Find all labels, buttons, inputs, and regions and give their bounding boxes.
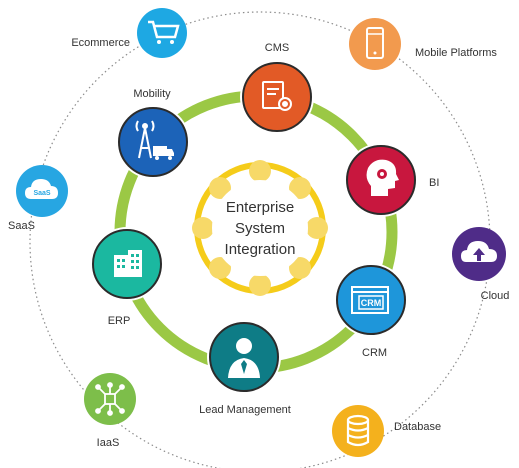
center-title-line-2: System bbox=[235, 220, 285, 237]
node-iaas: IaaS bbox=[84, 373, 136, 449]
center-hub: Enterprise System Integration bbox=[192, 160, 328, 296]
label-mobility: Mobility bbox=[133, 88, 171, 100]
shopping-cart-icon bbox=[148, 20, 180, 44]
label-lead-management: Lead Management bbox=[199, 404, 291, 416]
crm-window-icon: CRM bbox=[351, 286, 389, 314]
saas-cloud-icon: SaaS bbox=[25, 179, 58, 199]
node-database: Database bbox=[332, 405, 441, 457]
head-gear-icon bbox=[366, 159, 399, 196]
network-hub-icon bbox=[95, 382, 125, 416]
label-bi: BI bbox=[429, 177, 439, 189]
businessman-icon bbox=[228, 338, 260, 378]
saas-badge-text: SaaS bbox=[33, 190, 50, 197]
node-crm: CRM CRM bbox=[334, 263, 408, 359]
smartphone-icon bbox=[366, 27, 384, 59]
label-saas: SaaS bbox=[8, 220, 35, 232]
node-lead-management: Lead Management bbox=[199, 320, 291, 416]
cloud-upload-icon bbox=[461, 241, 497, 262]
svg-text:CRM: CRM bbox=[361, 298, 382, 308]
buildings-icon bbox=[114, 250, 142, 277]
label-cloud: Cloud bbox=[481, 290, 510, 302]
node-mobile-platforms: Mobile Platforms bbox=[349, 18, 497, 70]
node-cloud: Cloud bbox=[452, 227, 509, 302]
label-cms: CMS bbox=[265, 42, 289, 54]
center-petals bbox=[192, 160, 328, 296]
document-gear-icon bbox=[262, 81, 292, 111]
label-database: Database bbox=[394, 421, 441, 433]
database-icon bbox=[346, 414, 370, 447]
node-ecommerce: Ecommerce bbox=[71, 8, 187, 58]
node-erp: ERP bbox=[90, 227, 164, 327]
label-mobile-platforms: Mobile Platforms bbox=[415, 47, 497, 59]
label-ecommerce: Ecommerce bbox=[71, 37, 130, 49]
node-mobility: Mobility bbox=[116, 88, 190, 179]
node-bi: BI bbox=[344, 143, 439, 217]
node-saas: SaaS SaaS bbox=[8, 165, 68, 232]
tower-truck-icon bbox=[135, 120, 174, 160]
center-title-line-1: Enterprise bbox=[226, 199, 294, 216]
node-cms: CMS bbox=[240, 42, 314, 134]
label-iaas: IaaS bbox=[97, 437, 120, 449]
label-crm: CRM bbox=[362, 347, 387, 359]
label-erp: ERP bbox=[108, 315, 131, 327]
center-title-line-3: Integration bbox=[225, 241, 296, 258]
